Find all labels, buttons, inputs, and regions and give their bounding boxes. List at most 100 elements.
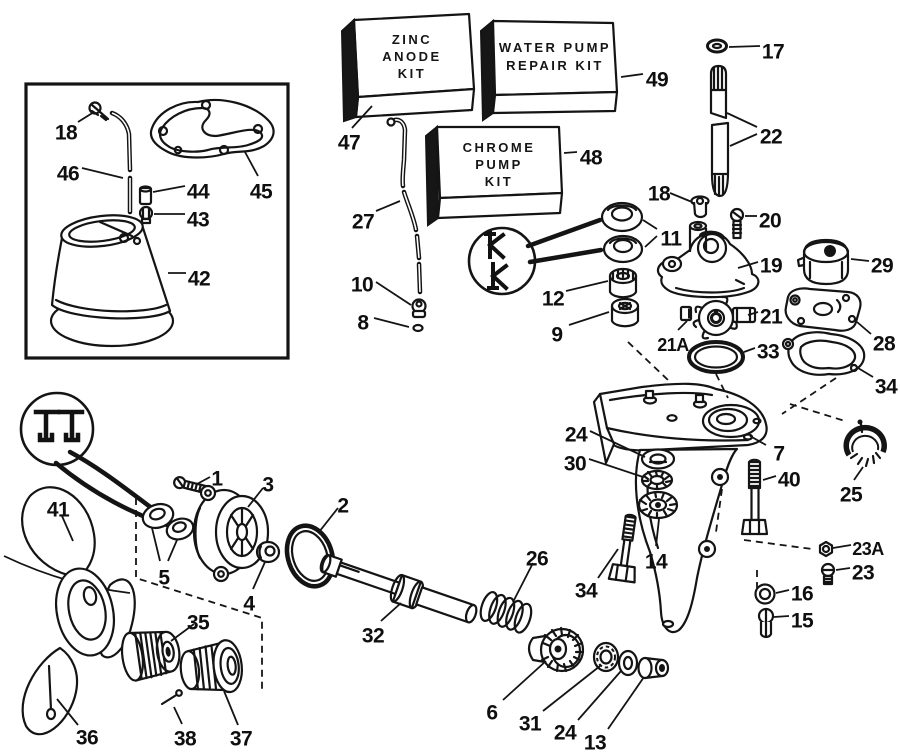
seal-orientation-balloon-upper bbox=[467, 217, 604, 296]
propshaft-32-drawing bbox=[319, 553, 478, 624]
part-label-18: 18 bbox=[55, 122, 78, 145]
pinion-gear-14-drawing bbox=[637, 490, 679, 520]
drain-screw-15-drawing bbox=[757, 607, 775, 639]
part-label-5: 5 bbox=[158, 567, 170, 590]
impeller-21-drawing bbox=[692, 295, 757, 340]
shear-pin-38-drawing bbox=[160, 689, 183, 706]
pump-housing-19-drawing bbox=[656, 220, 760, 299]
forward-gear-6-drawing bbox=[527, 626, 585, 673]
nut-23A-drawing bbox=[818, 540, 834, 558]
bearing-31-drawing bbox=[592, 641, 620, 673]
part-label-23A: 23A bbox=[852, 539, 884, 559]
water-tube-46-drawing bbox=[109, 110, 133, 215]
water-tube-27-drawing bbox=[386, 117, 423, 295]
bushing-13-drawing bbox=[637, 656, 670, 680]
part-label-37: 37 bbox=[230, 728, 252, 751]
part-label-48: 48 bbox=[580, 147, 603, 170]
thrust-washer-24-upper-drawing bbox=[640, 448, 676, 470]
kit-text: REPAIR KIT bbox=[506, 58, 604, 73]
check-valve-43-drawing bbox=[138, 205, 154, 225]
part-label-32: 32 bbox=[362, 625, 384, 648]
inset-box-water-tube-group bbox=[24, 82, 290, 360]
pump-plate-28-drawing bbox=[784, 287, 862, 332]
kit-text: CHROME bbox=[463, 140, 536, 155]
part-label-6: 6 bbox=[486, 702, 497, 725]
part-label-45: 45 bbox=[250, 181, 273, 204]
seal-orientation-icon bbox=[33, 409, 85, 443]
part-label-22: 22 bbox=[760, 126, 782, 149]
part-label-41: 41 bbox=[47, 499, 70, 522]
grommet-8-drawing bbox=[412, 323, 424, 333]
bearing-housing-3-drawing bbox=[192, 484, 270, 583]
grommet-18-drawing bbox=[690, 195, 710, 219]
kit-text: WATER PUMP bbox=[499, 40, 611, 55]
part-label-44: 44 bbox=[187, 181, 210, 204]
screw-23-drawing bbox=[820, 562, 836, 586]
oring-17-drawing bbox=[706, 38, 728, 54]
part-label-9: 9 bbox=[551, 324, 562, 347]
kit-box-zinc-anode: ZINC ANODE KIT bbox=[340, 12, 476, 123]
kit-text: KIT bbox=[398, 66, 426, 81]
seal-orientation-icon bbox=[484, 231, 509, 291]
part-label-10: 10 bbox=[351, 274, 373, 297]
oring-33-drawing bbox=[687, 340, 745, 374]
part-label-13: 13 bbox=[584, 732, 606, 752]
washer-16-drawing bbox=[754, 583, 776, 605]
part-label-35: 35 bbox=[187, 612, 210, 635]
bushing-4-drawing bbox=[255, 540, 281, 564]
bushing-12-drawing bbox=[608, 267, 638, 299]
part-label-23: 23 bbox=[852, 562, 874, 585]
fitting-10-drawing bbox=[411, 298, 427, 319]
part-label-17: 17 bbox=[762, 41, 784, 64]
kit-text: ZINC bbox=[392, 32, 432, 47]
seal-5b-drawing bbox=[165, 517, 195, 541]
part-label-1: 1 bbox=[211, 468, 223, 491]
kit-box-chrome-pump: CHROME PUMP KIT bbox=[424, 124, 564, 227]
part-label-34l: 34 bbox=[575, 580, 598, 603]
part-label-18b: 18 bbox=[648, 183, 671, 206]
part-label-33: 33 bbox=[757, 341, 779, 364]
seal-5a-drawing bbox=[141, 502, 175, 530]
part-label-38: 38 bbox=[174, 728, 197, 751]
driveshaft-22-drawing bbox=[709, 64, 730, 198]
screw-20-drawing bbox=[729, 207, 745, 240]
drive-sleeve-35-drawing bbox=[120, 630, 181, 682]
part-label-34r: 34 bbox=[875, 376, 898, 399]
part-label-2: 2 bbox=[337, 495, 348, 518]
part-label-21: 21 bbox=[760, 306, 783, 329]
part-label-29: 29 bbox=[871, 255, 893, 278]
part-label-11: 11 bbox=[660, 228, 682, 251]
gearcase-deck-7-drawing bbox=[592, 382, 768, 465]
part-label-40: 40 bbox=[778, 469, 800, 492]
part-label-16: 16 bbox=[791, 583, 813, 606]
cotter-pin-36-drawing bbox=[45, 664, 57, 721]
kit-text: PUMP bbox=[475, 157, 523, 172]
bolt-40-drawing bbox=[740, 458, 769, 536]
part-label-49: 49 bbox=[646, 69, 668, 92]
part-label-8: 8 bbox=[357, 312, 369, 335]
splined-washer-30-drawing bbox=[640, 469, 674, 491]
impeller-key-21A-drawing bbox=[679, 305, 693, 322]
part-label-27: 27 bbox=[352, 211, 374, 234]
seal-11a-drawing bbox=[600, 201, 644, 233]
spring-26-drawing bbox=[479, 591, 533, 634]
part-label-14: 14 bbox=[645, 551, 668, 574]
kit-box-water-pump-repair: WATER PUMP REPAIR KIT bbox=[479, 18, 619, 122]
leader-lines bbox=[56, 45, 874, 730]
propeller-41-drawing bbox=[3, 486, 136, 736]
part-label-26: 26 bbox=[526, 548, 548, 571]
part-label-43: 43 bbox=[187, 209, 209, 232]
bushing-9-drawing bbox=[610, 297, 640, 328]
part-label-12: 12 bbox=[542, 288, 564, 311]
alignment-dashed-lines bbox=[135, 341, 846, 690]
part-label-21A: 21A bbox=[657, 335, 689, 355]
retainer-clip-25-drawing bbox=[843, 419, 887, 468]
prop-nut-cap-37-drawing bbox=[179, 639, 243, 694]
part-label-4: 4 bbox=[243, 593, 255, 616]
part-label-19: 19 bbox=[760, 255, 782, 278]
bushing-44-drawing bbox=[138, 185, 153, 206]
part-label-25: 25 bbox=[840, 484, 863, 507]
oring-2-drawing bbox=[284, 523, 336, 589]
part-label-31: 31 bbox=[519, 713, 542, 736]
